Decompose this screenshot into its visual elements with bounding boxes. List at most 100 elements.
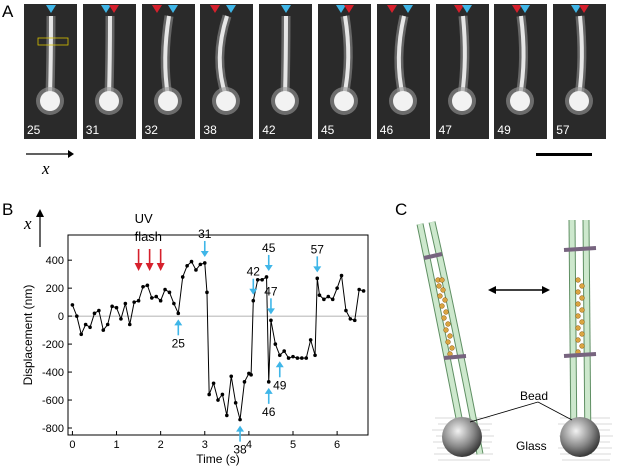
data-point: [344, 308, 348, 313]
x-tick-label: 2: [158, 439, 164, 451]
bead: [510, 91, 531, 111]
y-axis-symbol: x: [23, 214, 32, 233]
data-point: [154, 294, 159, 299]
blue-marker: [461, 5, 472, 13]
frame-image: [386, 5, 417, 115]
x-axis-arrow: x: [26, 150, 74, 178]
data-point: [180, 275, 185, 279]
y-tick-label: 0: [58, 311, 64, 323]
blue-marker: [571, 5, 582, 13]
bead: [569, 91, 590, 111]
data-point: [167, 290, 172, 295]
frame-image: [36, 5, 69, 115]
data-point: [348, 317, 353, 321]
data-point: [136, 298, 141, 303]
frame-time-label: 42: [262, 123, 276, 137]
frame-arrow-head: [264, 264, 273, 271]
red-marker: [512, 5, 523, 13]
bead: [157, 91, 178, 111]
data-point: [127, 322, 132, 327]
scale-bar: [536, 153, 592, 156]
data-point: [229, 374, 234, 379]
frame-arrow-label: 31: [198, 227, 212, 241]
bead: [451, 91, 472, 111]
panel-letter-a: A: [2, 2, 14, 21]
data-point: [79, 332, 84, 337]
bead: [216, 91, 237, 111]
x-tick-label: 5: [290, 439, 296, 451]
data-point: [202, 261, 207, 265]
data-point: [101, 328, 106, 332]
frame-image: [447, 5, 476, 115]
frame-arrow-label: 47: [264, 284, 278, 298]
data-point: [189, 259, 194, 264]
bead: [334, 91, 354, 111]
bead-pointer-left: [469, 401, 539, 423]
data-point: [352, 318, 357, 323]
data-point: [315, 276, 320, 281]
data-point: [266, 380, 271, 384]
micrograph-frame: 46: [376, 4, 430, 139]
data-point: [277, 353, 282, 358]
data-point: [176, 311, 181, 316]
data-point: [295, 356, 300, 360]
frame-arrow-label: 49: [273, 378, 287, 392]
frame-image: [94, 5, 123, 115]
frame-arrow-label: 38: [233, 443, 247, 457]
data-point: [282, 349, 286, 353]
frame-arrow-head: [236, 425, 245, 432]
frame-image: [330, 5, 358, 115]
region-box: [37, 37, 69, 46]
data-point: [158, 298, 163, 303]
y-tick-label: -800: [42, 423, 64, 435]
uv-label: UV: [135, 211, 153, 226]
x-tick-label: 4: [246, 439, 252, 451]
data-point: [264, 275, 269, 279]
data-point: [211, 381, 216, 386]
data-point: [83, 322, 88, 327]
data-point: [88, 325, 92, 330]
micrograph-frame: 47: [435, 4, 489, 139]
data-point: [145, 283, 150, 288]
frame-arrow-head: [249, 288, 258, 295]
blue-marker: [46, 5, 56, 13]
data-point: [326, 294, 331, 299]
red-marker: [151, 5, 162, 13]
data-point: [313, 353, 317, 358]
data-point: [273, 342, 278, 346]
bead: [275, 91, 296, 111]
data-point: [361, 289, 366, 293]
data-point: [105, 322, 110, 327]
frame-time-label: 31: [85, 123, 100, 137]
frame-time-label: 45: [321, 123, 335, 137]
micrograph-frame: 57: [553, 4, 607, 139]
data-point: [172, 301, 176, 306]
data-point: [291, 354, 295, 359]
data-point: [335, 286, 339, 290]
data-point: [123, 301, 128, 306]
y-axis-symbol-arrowhead: [36, 209, 44, 217]
data-point: [220, 392, 225, 397]
bead: [392, 91, 413, 111]
data-point: [194, 268, 198, 272]
frame-arrow-head: [275, 361, 284, 368]
uv-flash-label: flash: [135, 229, 162, 244]
displacement-series-line: [71, 260, 364, 420]
micrograph-frame: 25: [24, 4, 77, 139]
frame-image: [151, 5, 182, 115]
y-tick-label: -600: [42, 395, 64, 407]
y-tick-label: 400: [46, 255, 64, 267]
bead-right: [560, 417, 600, 457]
red-marker: [386, 5, 397, 13]
data-point: [304, 356, 309, 360]
micrograph-frame: 31: [82, 4, 136, 139]
frame-arrow-head: [266, 308, 275, 315]
frame-time-label: 38: [203, 123, 217, 137]
data-point: [119, 317, 123, 321]
flagellum: [106, 15, 112, 97]
red-marker: [344, 5, 354, 13]
frame-arrow-label: 25: [172, 336, 186, 350]
data-point: [205, 290, 209, 295]
